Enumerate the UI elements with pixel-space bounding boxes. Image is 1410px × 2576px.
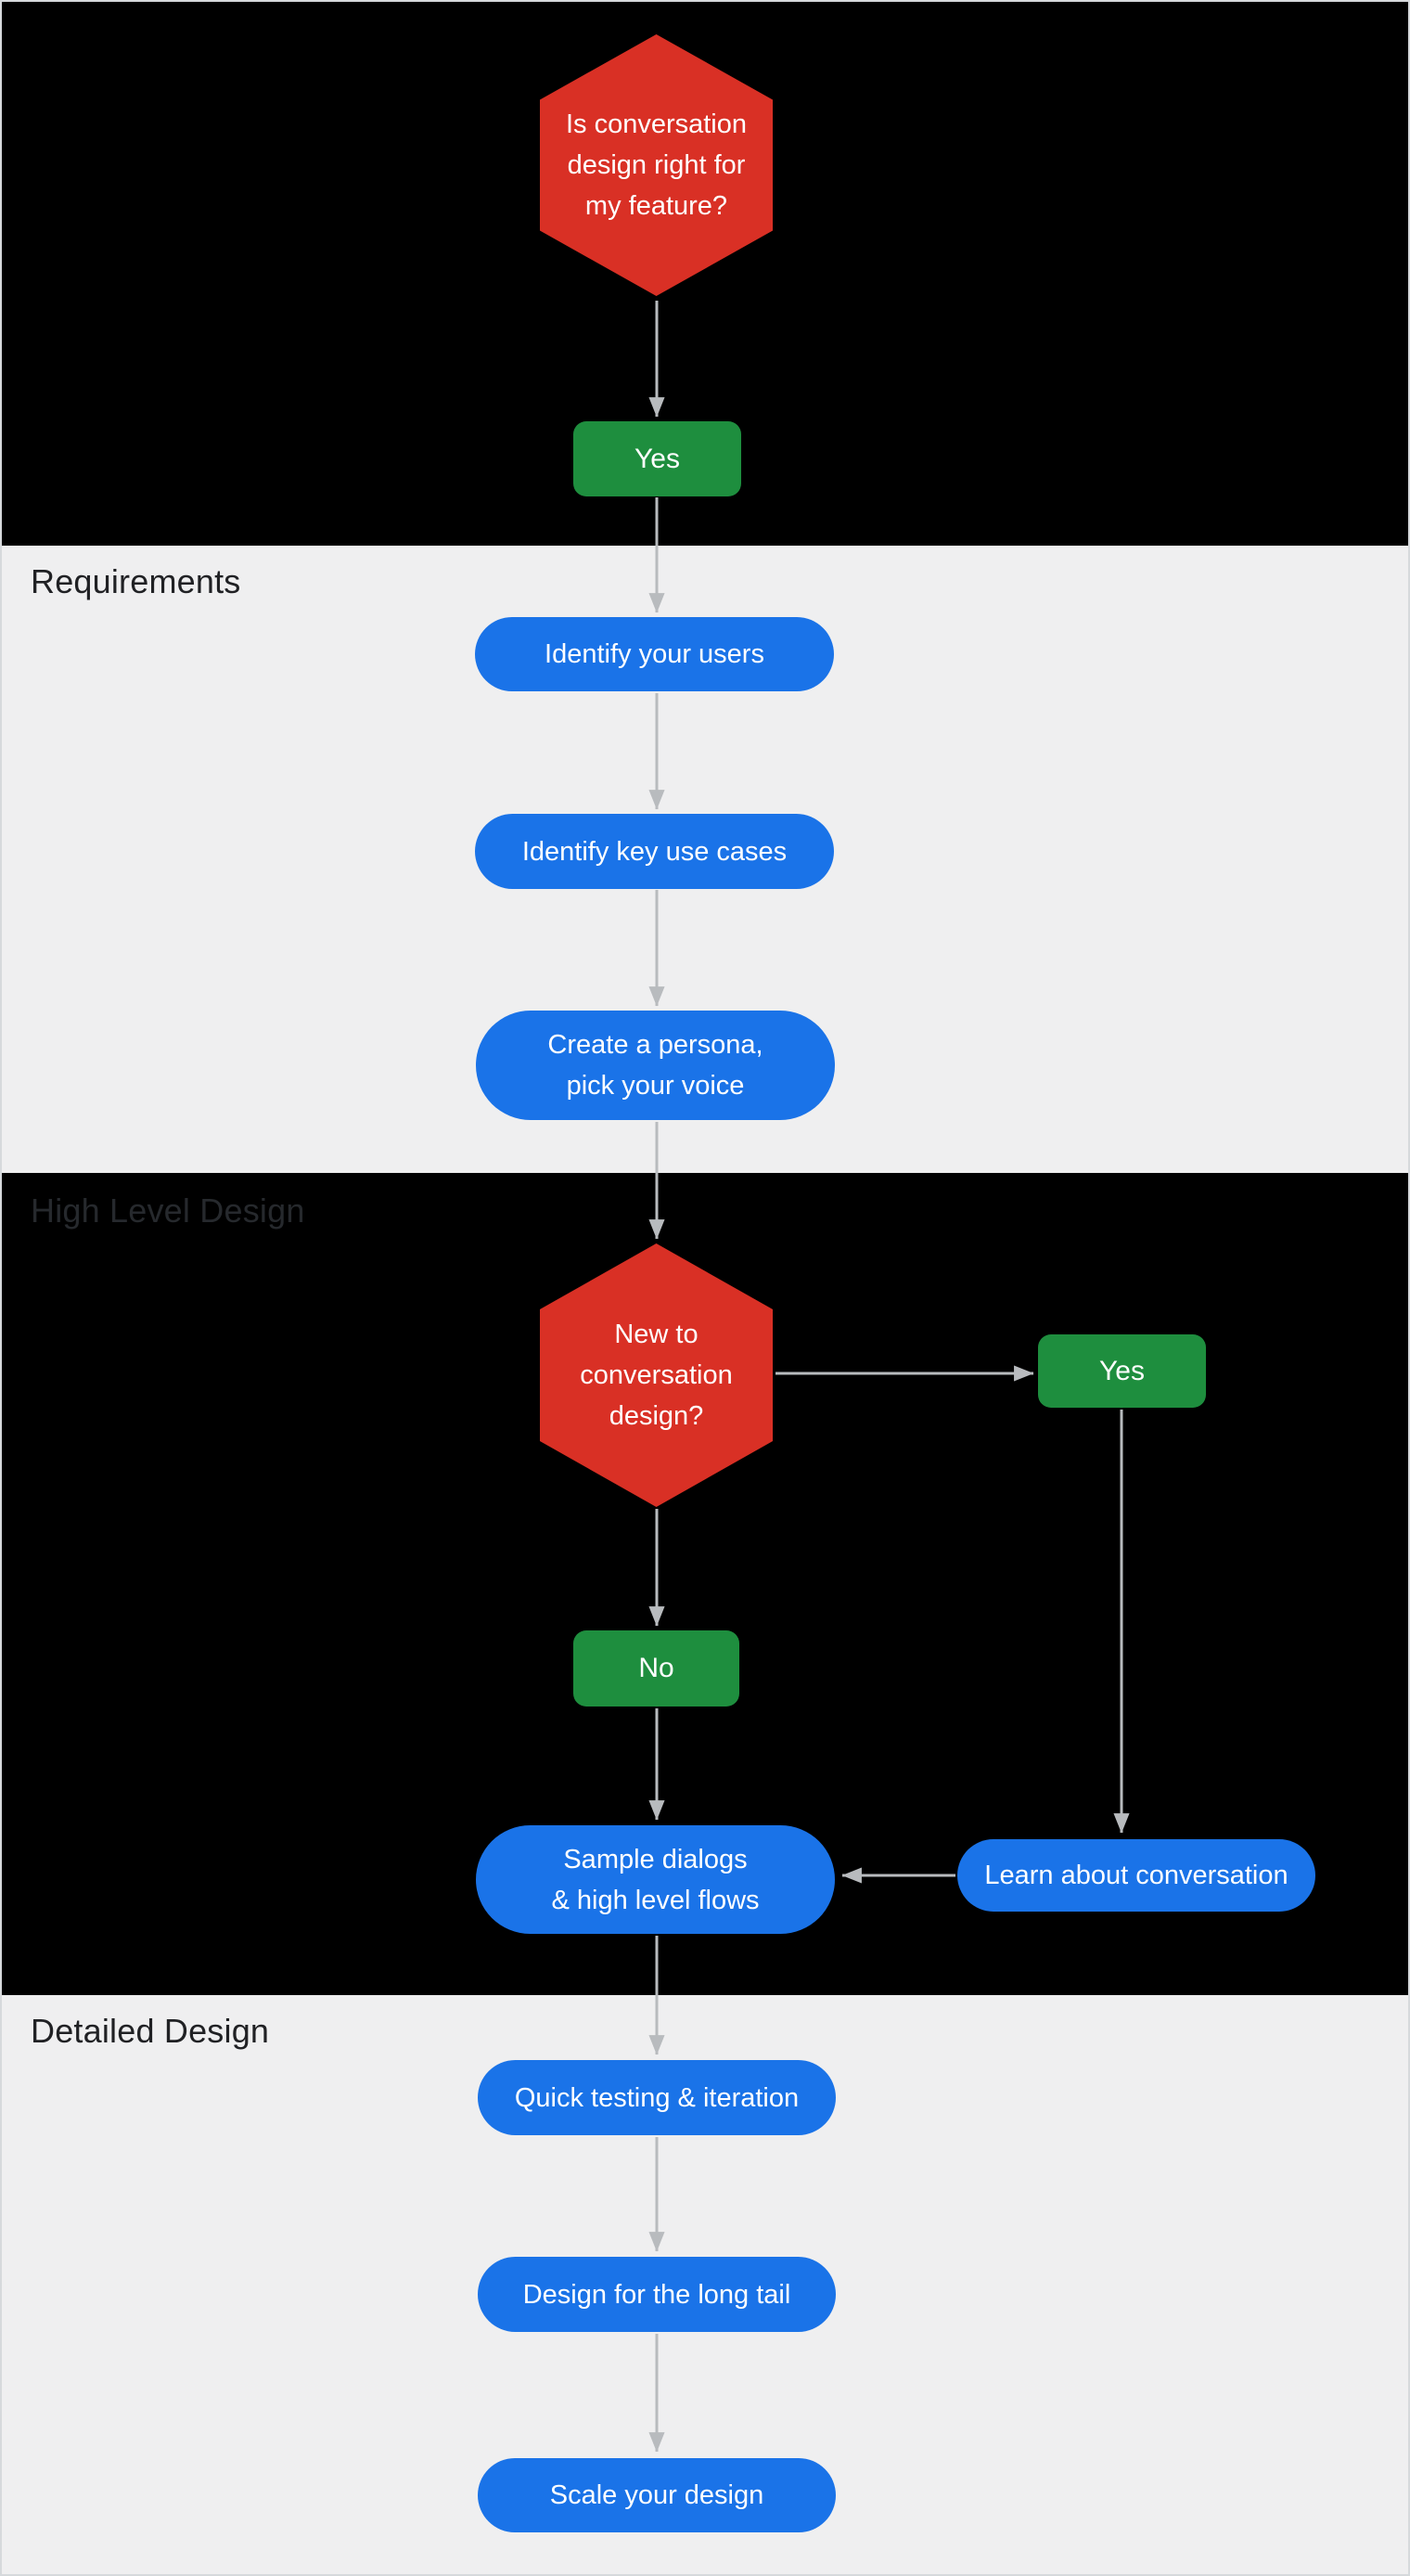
decision-new-to-conversation-design: New to conversation design? <box>540 1243 773 1507</box>
step-learn-about-conversation: Learn about conversation <box>957 1839 1315 1912</box>
step-quick-testing-iteration: Quick testing & iteration <box>478 2060 836 2135</box>
step-text: Create a persona, pick your voice <box>547 1030 763 1101</box>
step-create-persona-pick-voice: Create a persona, pick your voice <box>476 1011 835 1120</box>
step-sample-dialogs-high-level-flows: Sample dialogs & high level flows <box>476 1825 835 1934</box>
section-label-high-level-design: High Level Design <box>31 1191 305 1230</box>
step-identify-key-use-cases: Identify key use cases <box>475 814 834 889</box>
answer-yes-right: Yes <box>1038 1334 1206 1408</box>
section-label-requirements: Requirements <box>31 562 241 600</box>
step-design-for-long-tail: Design for the long tail <box>478 2257 836 2332</box>
step-scale-your-design: Scale your design <box>478 2458 836 2532</box>
decision-text: Is conversation design right for my feat… <box>565 109 748 221</box>
step-text: Sample dialogs & high level flows <box>551 1844 760 1915</box>
section-label-detailed-design: Detailed Design <box>31 2012 270 2050</box>
answer-no: No <box>573 1630 739 1707</box>
answer-yes-top: Yes <box>573 421 741 496</box>
decision-text: New to conversation design? <box>580 1320 733 1431</box>
step-identify-your-users: Identify your users <box>475 617 834 691</box>
